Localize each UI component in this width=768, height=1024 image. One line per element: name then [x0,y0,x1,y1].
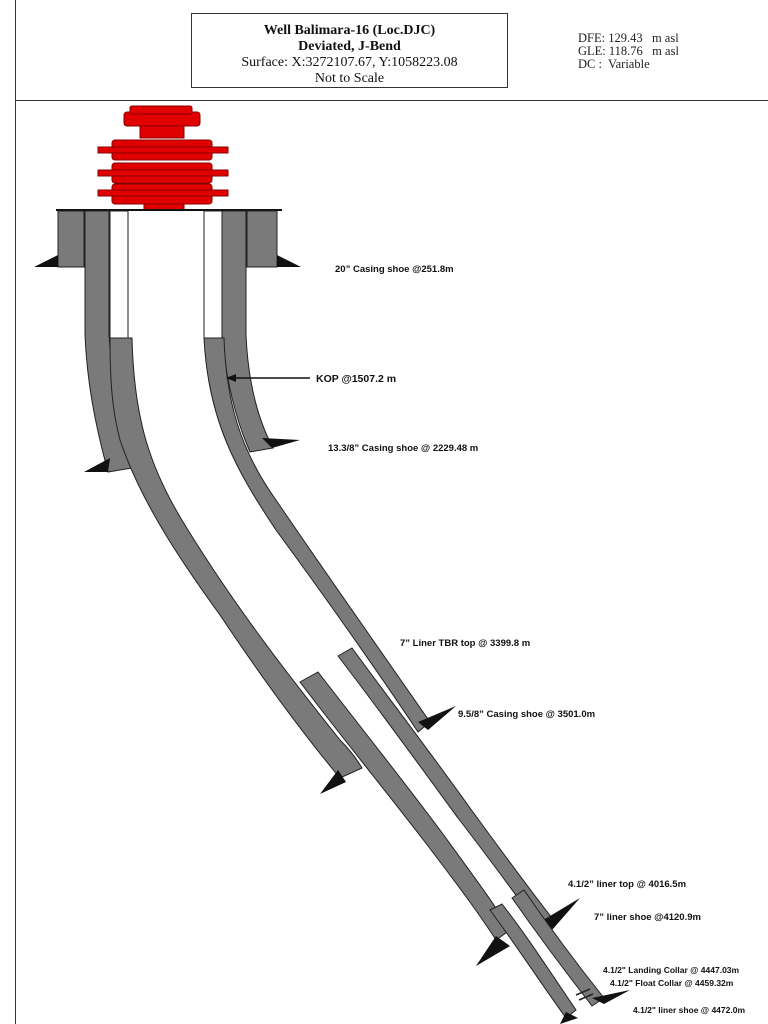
label-liner-7-shoe: 7” liner shoe @4120.9m [594,912,701,923]
casing-95-shoe-left [320,770,346,794]
label-casing-20-shoe: 20” Casing shoe @251.8m [335,264,454,275]
label-casing-95-shoe: 9.5/8” Casing shoe @ 3501.0m [458,709,595,720]
bop-upper-side-outlet [97,146,229,154]
label-liner-tbr-top: 7” Liner TBR top @ 3399.8 m [400,638,530,649]
casing-20-shoe-left [34,255,58,267]
scale-note: Not to Scale [314,71,385,86]
label-liner-412-top: 4.1/2” liner top @ 4016.5m [568,879,686,890]
liner-7-shoe-right [540,898,580,930]
landing-collar-marker [575,988,591,996]
casing-20-shoe-right [277,255,301,267]
annulus-right [203,210,223,339]
bop-lower-side-outlet [97,189,229,197]
well-title: Well Balimara-16 (Loc.DJC) [263,23,436,38]
well-profile: Deviated, J-Bend [298,39,401,54]
bop-middle-side-outlet [97,169,229,177]
annulus-left [109,210,129,339]
header-divider [15,100,768,101]
casing-13-shoe-right [262,438,300,448]
title-block: Well Balimara-16 (Loc.DJC) Deviated, J-B… [191,13,508,88]
liner-7-right [337,647,553,929]
wellhead-cap [129,105,193,115]
label-liner-412-shoe: 4.1/2" liner shoe @ 4472.0m [633,1005,745,1015]
casing-95-left [109,337,363,779]
wellhead-icon [97,105,229,211]
wellhead-spool [139,125,185,139]
frame-left-border [15,0,16,1024]
surface-coordinates: Surface: X:3272107.67, Y:1058223.08 [241,55,458,70]
label-float-collar: 4.1/2" Float Collar @ 4459.32m [610,978,734,988]
liner-7-shoe-left [476,936,510,966]
liner-412-shoe-right [592,990,630,1004]
kop-arrow-head [226,374,236,382]
label-landing-collar: 4.1/2" Landing Collar @ 4447.03m [603,965,740,975]
casing-20-left [57,210,85,268]
label-casing-13-shoe: 13.3/8” Casing shoe @ 2229.48 m [328,443,478,454]
dfe-elevation: DFE: 129.43 m asl [578,31,679,45]
label-kop: KOP @1507.2 m [316,373,396,385]
casing-20-right [246,210,278,268]
drill-collar: DC : Variable [578,57,650,71]
datum-info: DFE: 129.43 m asl GLE: 118.76 m asl DC :… [578,32,679,71]
casing-13-shoe-left [84,458,110,472]
liner-412-shoe-left [560,1012,578,1024]
float-collar-marker [578,993,594,1001]
gle-elevation: GLE: 118.76 m asl [578,44,679,58]
liner-412-left [489,903,577,1019]
casing-95-shoe-right [418,706,456,730]
